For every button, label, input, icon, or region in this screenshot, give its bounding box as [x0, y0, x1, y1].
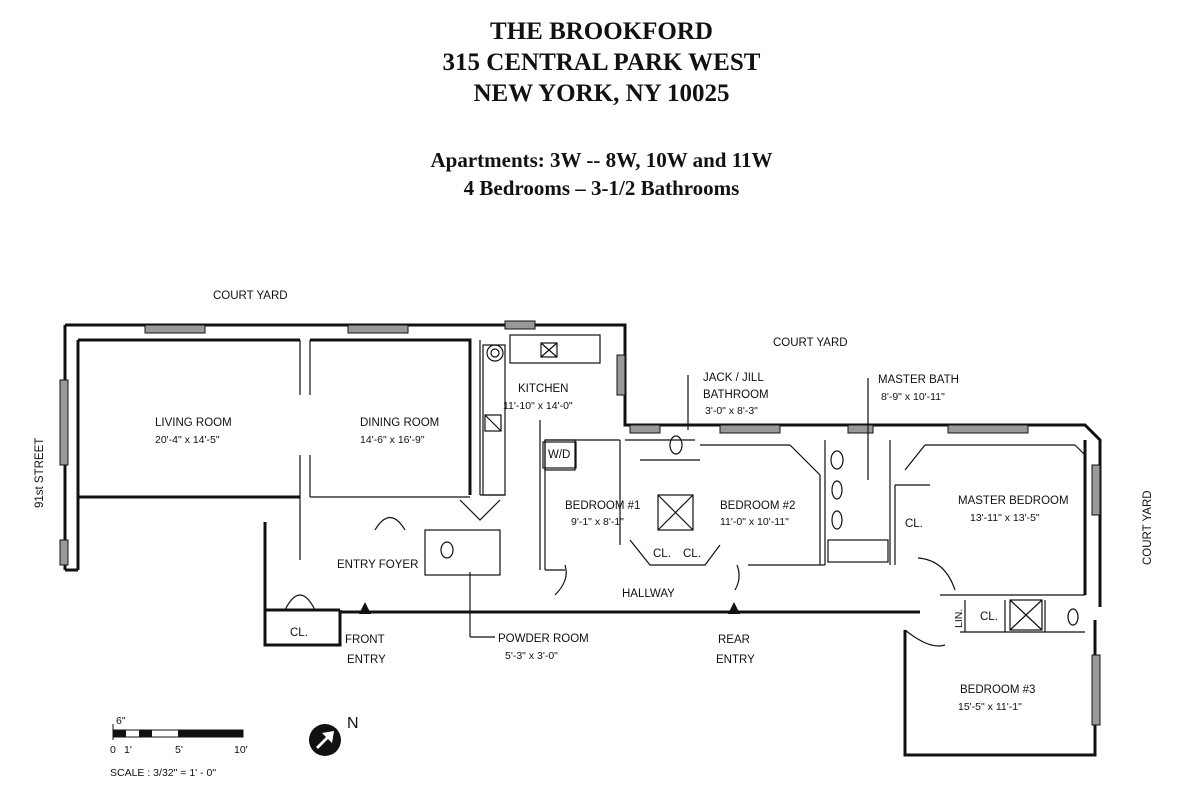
hallway-label: HALLWAY: [622, 588, 675, 600]
kitchen-label: KITCHEN: [518, 383, 568, 395]
closet-label-master: CL.: [905, 518, 923, 530]
scale-tick-5: 5': [175, 744, 183, 756]
bedroom2-dim: 11'-0" x 10'-11": [720, 516, 789, 528]
master-bedroom-label: MASTER BEDROOM: [958, 495, 1069, 507]
kitchen-dim: 11'-10" x 14'-0": [503, 400, 573, 412]
scale-bar: 6" 0 1' 5' 10' SCALE : 3/32" = 1' - 0": [110, 715, 248, 779]
front-entry-label-2: ENTRY: [347, 654, 386, 666]
bedroom3-dim: 15'-5" x 11'-1": [958, 701, 1022, 713]
building-address: 315 CENTRAL PARK WEST: [442, 49, 761, 76]
entry-foyer-label: ENTRY FOYER: [337, 559, 418, 571]
compass-icon: N: [309, 715, 359, 756]
bedroom1-label: BEDROOM #1: [565, 500, 640, 512]
court-yard-mid-label: COURT YARD: [773, 337, 848, 349]
master-bedroom-dim: 13'-11" x 13'-5": [970, 512, 1040, 524]
closet-label-b3: CL.: [980, 611, 998, 623]
compass-north-label: N: [347, 715, 359, 732]
closet-label-foyer: CL.: [290, 627, 308, 639]
front-entry-label-1: FRONT: [345, 634, 385, 646]
dining-room-dim: 14'-6" x 16'-9": [360, 434, 425, 446]
building-city: NEW YORK, NY 10025: [473, 80, 730, 107]
windows: [59, 320, 1101, 726]
powder-room-dim: 5'-3" x 3'-0": [505, 650, 558, 662]
fixtures: [440, 342, 1079, 626]
bedroom2-label: BEDROOM #2: [720, 500, 795, 512]
living-room-label: LIVING ROOM: [155, 417, 232, 429]
bedroom1-dim: 9'-1" x 8'-1": [571, 516, 624, 528]
jack-jill-label-1: JACK / JILL: [703, 372, 764, 384]
living-room-dim: 20'-4" x 14'-5": [155, 434, 220, 446]
front-entry-arrow: [359, 602, 371, 614]
rear-entry-label-1: REAR: [718, 634, 750, 646]
scale-tick-1: 1': [124, 744, 132, 756]
apartment-list: Apartments: 3W -- 8W, 10W and 11W: [430, 148, 773, 172]
building-name: THE BROOKFORD: [490, 18, 713, 45]
powder-room-label: POWDER ROOM: [498, 633, 589, 645]
washer-dryer-label: W/D: [548, 449, 570, 461]
scale-text: SCALE : 3/32" = 1' - 0": [110, 767, 216, 779]
building-title: THE BROOKFORD 315 CENTRAL PARK WEST NEW …: [0, 16, 1203, 109]
master-bath-label: MASTER BATH: [878, 374, 959, 386]
dining-room-label: DINING ROOM: [360, 417, 439, 429]
jack-jill-dim: 3'-0" x 8'-3": [705, 405, 758, 417]
court-yard-right-label: COURT YARD: [1142, 490, 1154, 565]
court-yard-top-label: COURT YARD: [213, 290, 288, 302]
rear-entry-arrow: [728, 602, 740, 614]
scale-tick-10: 10': [234, 744, 248, 756]
bedroom-count: 4 Bedrooms – 3-1/2 Bathrooms: [463, 176, 740, 200]
apartment-info: Apartments: 3W -- 8W, 10W and 11W 4 Bedr…: [0, 146, 1203, 202]
interior-walls: [284, 334, 1086, 647]
jack-jill-label-2: BATHROOM: [703, 389, 769, 401]
linen-label: LIN.: [953, 609, 965, 628]
bedroom3-label: BEDROOM #3: [960, 684, 1035, 696]
street-label: 91st STREET: [34, 438, 46, 508]
rear-entry-label-2: ENTRY: [716, 654, 755, 666]
scale-tick-0: 0: [110, 744, 116, 756]
scale-six-inch: 6": [116, 715, 126, 727]
exterior-walls: [63, 323, 1102, 757]
master-bath-dim: 8'-9" x 10'-11": [881, 391, 945, 403]
closet-label-b1b: CL.: [683, 548, 701, 560]
closet-label-b1a: CL.: [653, 548, 671, 560]
